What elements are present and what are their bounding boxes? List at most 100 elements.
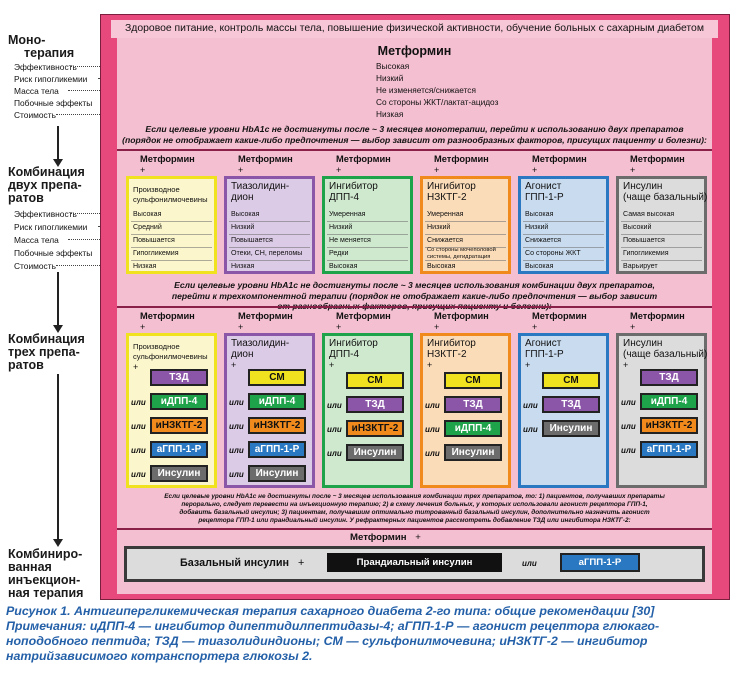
stage-arrow <box>53 374 63 547</box>
mono-value: Низкая <box>376 109 404 119</box>
dual-drug-attr: Варьирует <box>623 262 658 270</box>
row-separator <box>229 247 310 248</box>
dual-drug-title-line: Инсулин <box>623 181 663 192</box>
note-line: (порядок не отображает какие-либо предпо… <box>122 134 707 145</box>
note-line: Если целевые уровни HbA1c не достигнуты … <box>174 280 655 290</box>
or-label: или <box>229 398 244 407</box>
dual-drug-attr: Редки <box>329 249 349 257</box>
dotted-leader <box>68 239 126 240</box>
plus-sign: + <box>238 322 244 332</box>
plus-sign: + <box>329 360 335 370</box>
or-label: или <box>425 425 440 434</box>
dual-drug-attr: Гипогликемия <box>623 249 669 257</box>
left-attr-label: Стоимость <box>14 110 56 120</box>
triple-drug-title-line: Агонист <box>525 338 562 349</box>
triple-option-3: Инсулин <box>444 444 502 461</box>
triple-drug-title: Инсулин(чаще базальный) <box>623 338 707 360</box>
column-head-metformin: Метформин <box>238 154 293 164</box>
dual-drug-attr: Со стороны мочеполовой системы, дегидрат… <box>427 247 496 260</box>
dual-drug-attr: Низкий <box>329 223 353 231</box>
triple-option-0: СМ <box>444 372 502 389</box>
stage-label-line: инъекцион- <box>8 573 81 587</box>
dual-drug-box <box>224 176 315 274</box>
column-head-metformin: Метформин <box>630 311 685 321</box>
stage-label-dual: Комбинация двух препа- ратов <box>8 166 85 205</box>
or-label: или <box>229 470 244 479</box>
dual-drug-attr: Средний <box>133 223 162 231</box>
or-label: или <box>621 422 636 431</box>
column-head-metformin: Метформин <box>532 154 587 164</box>
or-label: или <box>131 398 146 407</box>
left-attr-label: Побочные эффекты <box>14 248 93 258</box>
dual-drug-attr: Не меняется <box>329 236 371 244</box>
triple-option-1: ТЗД <box>346 396 404 413</box>
stage-label-line: ратов <box>8 358 44 372</box>
dual-drug-box <box>518 176 609 274</box>
stage-arrow <box>53 126 63 167</box>
plus-sign: + <box>532 322 538 332</box>
row-separator <box>621 260 702 261</box>
row-separator <box>327 221 408 222</box>
row-separator <box>131 234 212 235</box>
lifestyle-band: Здоровое питание, контроль массы тела, п… <box>111 20 718 38</box>
dual-drug-attr: Низкий <box>525 223 549 231</box>
triple-option-1: иДПП-4 <box>248 393 306 410</box>
plus-sign: + <box>415 532 421 543</box>
section-divider <box>117 149 712 151</box>
stage-label-line: Комбинация <box>8 332 85 346</box>
mono-title: Метформин <box>377 44 452 58</box>
or-label: или <box>327 401 342 410</box>
row-separator <box>229 221 310 222</box>
dual-drug-attr: Высокая <box>329 262 358 270</box>
column-head-metformin: Метформин <box>336 311 391 321</box>
triple-option-2: иНЗКТГ-2 <box>640 417 698 434</box>
dual-drug-title-line: Агонист <box>525 181 562 192</box>
dual-drug-box <box>322 176 413 274</box>
or-label: или <box>425 449 440 458</box>
or-label: или <box>621 446 636 455</box>
dual-drug-title-line: Ингибитор <box>427 181 476 192</box>
inject-head: Метформин + <box>350 532 421 543</box>
left-attr-label: Риск гипогликемии <box>14 74 88 84</box>
dual-drug-title-line: Тиазолидин- <box>231 181 290 192</box>
stage-label-inject: Комбиниро- ванная инъекцион- ная терапия <box>8 548 83 600</box>
dual-drug-title-line: Производное <box>133 185 180 194</box>
dual-drug-attr: Низкий <box>427 223 451 231</box>
triple-drug-title-line: Ингибитор <box>329 338 378 349</box>
figure-caption: Рисунок 1. Антигипергликемическая терапи… <box>6 604 746 664</box>
note-line: добавить базальный инсулин; 3) пациентам… <box>179 509 650 516</box>
row-separator <box>131 260 212 261</box>
dual-drug-attr: Высокая <box>525 262 554 270</box>
left-attr-label: Побочные эффекты <box>14 98 93 108</box>
triple-drug-box <box>126 333 217 488</box>
triple-drug-title-line: Ингибитор <box>427 338 476 349</box>
plus-sign: + <box>238 165 244 175</box>
stage-label-line: трех препа- <box>8 345 80 359</box>
or-label: или <box>425 401 440 410</box>
note-line: Если целевые уровни HbA1c не достигнуты … <box>164 493 665 500</box>
mono-value: Высокая <box>376 61 410 71</box>
triple-option-2: иДПП-4 <box>444 420 502 437</box>
dual-drug-attr: Высокая <box>133 210 162 218</box>
plus-sign: + <box>630 322 636 332</box>
row-separator <box>425 247 506 248</box>
triple-option-3: Инсулин <box>346 444 404 461</box>
row-separator <box>523 221 604 222</box>
dual-drug-title-line: Ингибитор <box>329 181 378 192</box>
triple-drug-title-line: Тиазолидин- <box>231 338 290 349</box>
dual-drug-attr: Низкая <box>133 262 157 270</box>
row-separator <box>621 221 702 222</box>
dual-drug-attr: Снижается <box>427 236 463 244</box>
plus-sign: + <box>140 322 146 332</box>
plus-sign: + <box>140 165 146 175</box>
plus-sign: + <box>623 360 629 370</box>
dual-drug-attr: Высокая <box>427 262 456 270</box>
dual-drug-attr: Со стороны ЖКТ <box>525 249 581 257</box>
prandial-insulin: Прандиальный инсулин <box>327 553 502 572</box>
caption-title: Рисунок 1. Антигипергликемическая терапи… <box>6 604 655 618</box>
dual-drug-attr: Высокая <box>525 210 554 218</box>
